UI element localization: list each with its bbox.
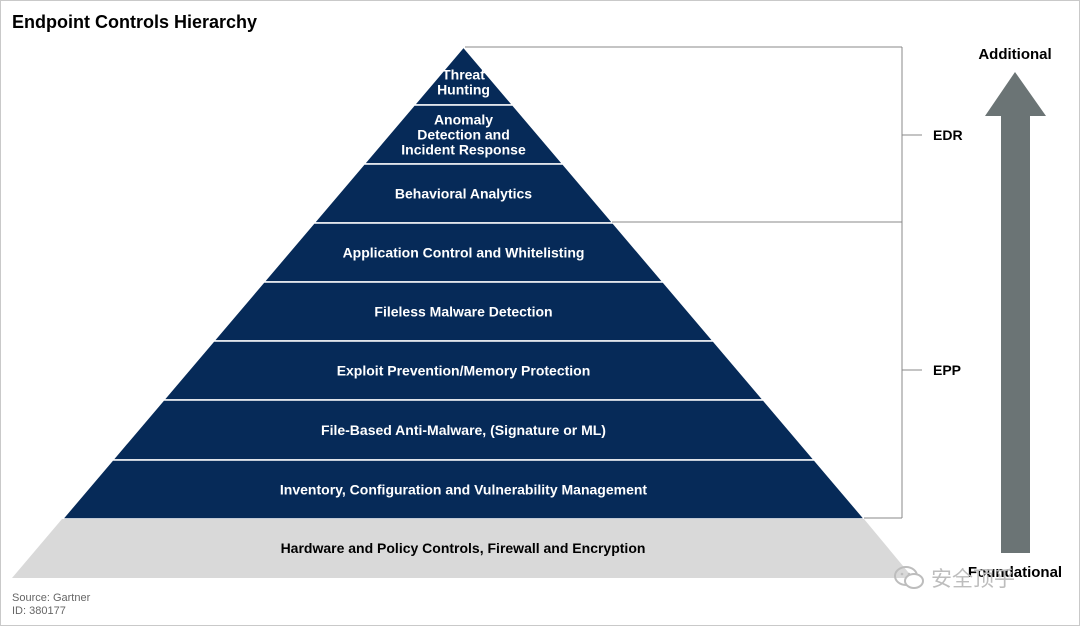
id-line: ID: 380177 (12, 605, 66, 617)
pyramid-layer-label-line: Detection and (417, 127, 510, 143)
pyramid-layer-label: Exploit Prevention/Memory Protection (337, 363, 591, 379)
pyramid-layer-label-line: Inventory, Configuration and Vulnerabili… (280, 482, 647, 498)
pyramid-layer-label-line: Exploit Prevention/Memory Protection (337, 363, 591, 379)
base-layer-label: Hardware and Policy Controls, Firewall a… (281, 540, 646, 556)
up-arrow (985, 72, 1046, 553)
edr-label: EDR (933, 127, 963, 143)
figure-title: Endpoint Controls Hierarchy (12, 12, 258, 32)
watermark-text: 安全顶乎 (931, 567, 1015, 591)
arrow-bottom-label: Foundational (968, 564, 1062, 581)
watermark: 安全顶乎 (893, 562, 1015, 594)
edr-epp-bracket (465, 46, 922, 519)
source-note: Source: Gartner ID: 380177 (12, 592, 90, 618)
wechat-icon (894, 566, 924, 589)
pyramid-layer-label: Behavioral Analytics (395, 186, 532, 202)
pyramid-layer-label-line: Threat (442, 67, 485, 83)
pyramid-layer-label-line: File-Based Anti-Malware, (Signature or M… (321, 422, 606, 438)
pyramid-layer-label-line: Incident Response (401, 142, 526, 158)
pyramid-layer-label: Fileless Malware Detection (374, 304, 552, 320)
pyramid-layer (60, 459, 867, 520)
source-line: Source: Gartner (12, 592, 91, 604)
epp-label: EPP (933, 362, 961, 378)
base-layer (12, 519, 913, 578)
pyramid-layer-label-line: Fileless Malware Detection (374, 304, 552, 320)
arrow-top-label: Additional (978, 46, 1051, 63)
pyramid-layer-label: Inventory, Configuration and Vulnerabili… (280, 482, 647, 498)
pyramid-layer-label: File-Based Anti-Malware, (Signature or M… (321, 422, 606, 438)
pyramid-layer-label: Application Control and Whitelisting (343, 245, 585, 261)
pyramid-layer-label-line: Hunting (437, 82, 490, 98)
pyramid-layer-label-line: Application Control and Whitelisting (343, 245, 585, 261)
pyramid-layer-label-line: Anomaly (434, 112, 493, 128)
pyramid-layer-label-line: Behavioral Analytics (395, 186, 532, 202)
